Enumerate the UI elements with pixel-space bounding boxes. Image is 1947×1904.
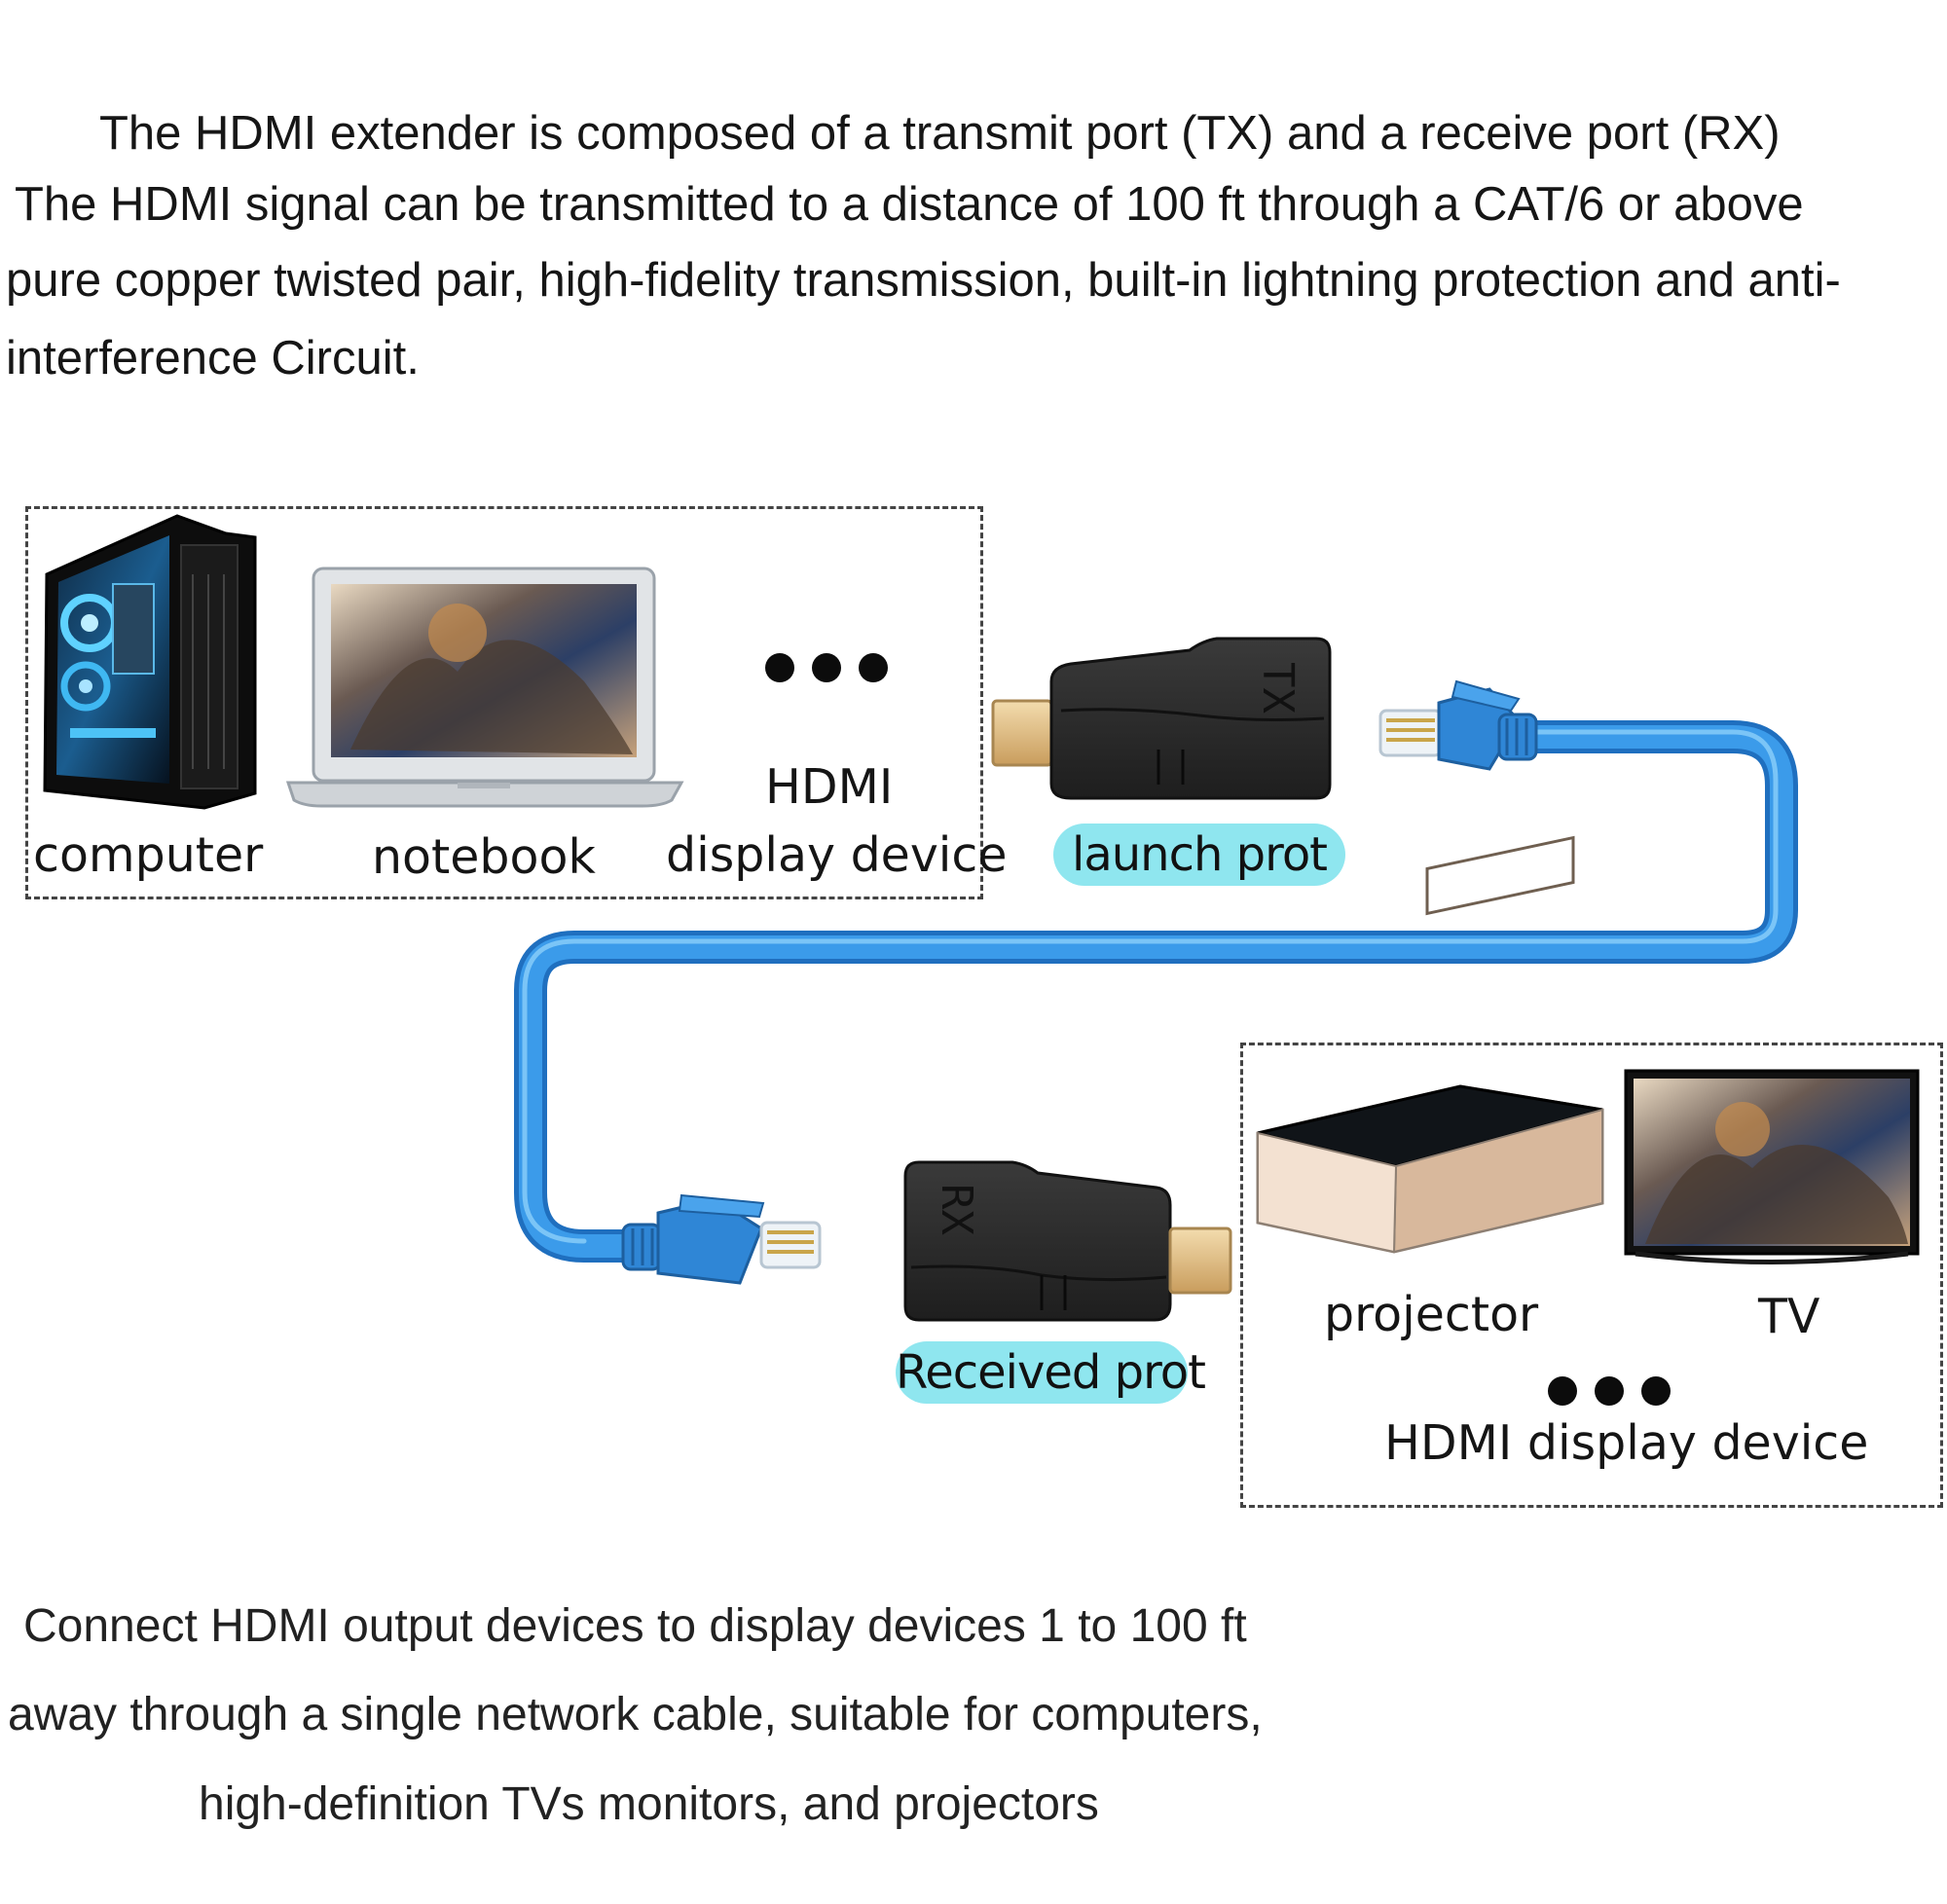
outro-line-1: Connect HDMI output devices to display d… xyxy=(23,1600,1247,1652)
outro-line-3: high-definition TVs monitors, and projec… xyxy=(199,1778,1099,1830)
intro-line-2: The HDMI signal can be transmitted to a … xyxy=(15,178,1804,231)
rx-adapter-icon: RX xyxy=(903,1160,1232,1322)
hdmi-source-label-line1: HDMI xyxy=(765,759,894,815)
hdmi-source-label-line2: display device xyxy=(666,827,1008,883)
rx-port-text: RX xyxy=(932,1184,981,1235)
display-devices-box xyxy=(1240,1043,1943,1508)
tx-port-text: TX xyxy=(1253,662,1303,714)
network-cable xyxy=(514,720,1798,1263)
tx-adapter-icon: TX xyxy=(991,637,1332,800)
computer-label: computer xyxy=(33,827,264,883)
source-devices-box xyxy=(25,506,983,899)
more-displays-ellipsis-icon xyxy=(1548,1376,1671,1406)
tv-label: TV xyxy=(1758,1289,1820,1344)
computer-tower-icon xyxy=(43,514,257,810)
tv-icon xyxy=(1624,1069,1920,1264)
intro-line-1: The HDMI extender is composed of a trans… xyxy=(99,107,1781,160)
receiver-label: Received prot xyxy=(896,1341,1206,1404)
transmitter-label: launch prot xyxy=(1053,824,1345,886)
rj45-connector-rx-icon xyxy=(621,1193,822,1285)
outro-line-2: away through a single network cable, sui… xyxy=(8,1689,1263,1740)
notebook-icon xyxy=(285,567,684,808)
projector-icon xyxy=(1256,835,1604,1254)
intro-line-3: pure copper twisted pair, high-fidelity … xyxy=(6,254,1841,307)
hdmi-display-label: HDMI display device xyxy=(1384,1415,1869,1471)
rj45-connector-tx-icon xyxy=(1378,679,1538,771)
projector-label: projector xyxy=(1324,1287,1539,1342)
notebook-label: notebook xyxy=(372,829,596,885)
more-sources-ellipsis-icon xyxy=(765,653,888,682)
intro-line-4: interference Circuit. xyxy=(6,332,420,384)
